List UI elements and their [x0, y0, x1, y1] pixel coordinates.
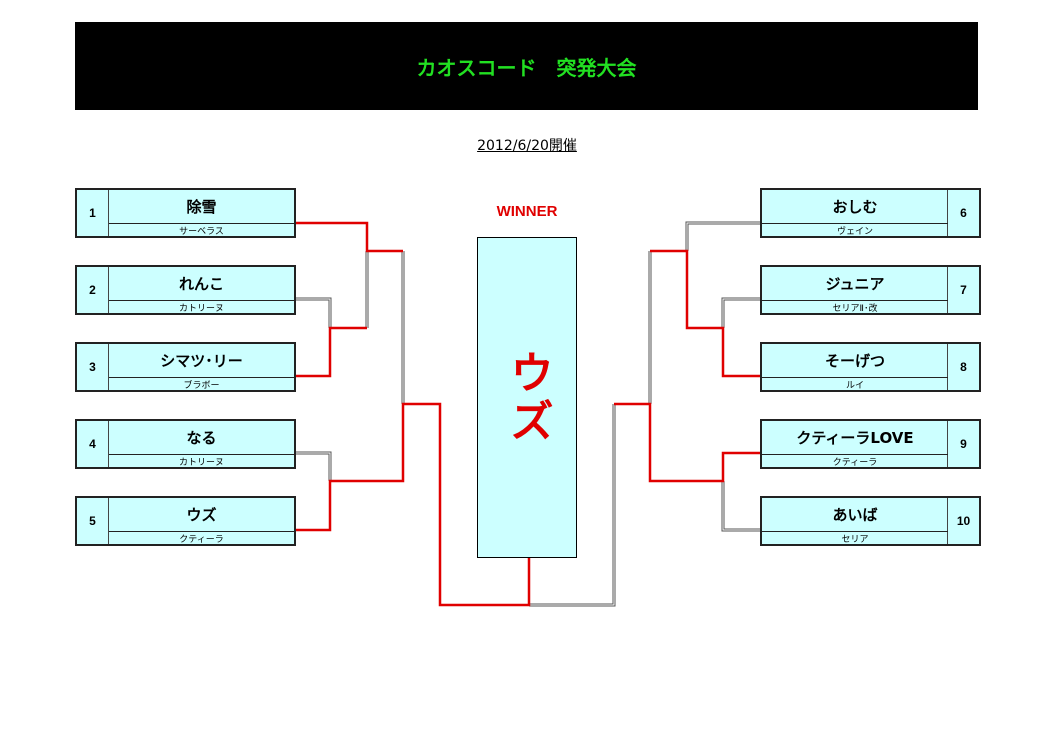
bracket-entry: 3 シマツ･リー ブラボー [75, 342, 296, 392]
team-name: サーベラス [179, 226, 224, 237]
seed-number: 2 [77, 267, 109, 313]
seed-number: 4 [77, 421, 109, 467]
title-banner: カオスコード 突発大会 [75, 22, 978, 110]
seed-number: 8 [947, 344, 979, 390]
team-name: カトリーヌ [178, 457, 224, 468]
player-name: ウズ [109, 498, 294, 532]
team-name: クティーラ [179, 534, 224, 545]
player-name: れんこ [109, 267, 294, 301]
winner-name: ウズ [502, 349, 553, 446]
seed-number: 6 [947, 190, 979, 236]
bracket-entry: 5 ウズ クティーラ [75, 496, 296, 546]
bracket-entry: 10 あいば セリア [760, 496, 981, 546]
page-title: カオスコード 突発大会 [416, 55, 637, 80]
team-name: セリアⅡ･改 [832, 303, 878, 314]
bracket-entry: 9 クティーラLOVE クティーラ [760, 419, 981, 469]
team-name: ルイ [845, 380, 864, 391]
team-name: カトリーヌ [178, 303, 224, 314]
seed-number: 5 [77, 498, 109, 544]
seed-number: 3 [77, 344, 109, 390]
winner-label: WINNER [496, 203, 558, 220]
seed-number: 1 [77, 190, 109, 236]
player-name: そーげつ [762, 344, 948, 378]
team-name: セリア [841, 534, 869, 545]
bracket-entry: 4 なる カトリーヌ [75, 419, 296, 469]
team-name: ブラボー [183, 380, 220, 391]
seed-number: 9 [947, 421, 979, 467]
player-name: あいば [762, 498, 948, 532]
player-name: シマツ･リー [109, 344, 294, 378]
player-name: 除雪 [109, 190, 294, 224]
team-name: ヴェイン [836, 226, 873, 237]
bracket-entry: 6 おしむ ヴェイン [760, 188, 981, 238]
player-name: おしむ [762, 190, 948, 224]
event-date: 2012/6/20開催 [477, 138, 577, 154]
seed-number: 10 [947, 498, 979, 544]
bracket-entry: 2 れんこ カトリーヌ [75, 265, 296, 315]
player-name: クティーラLOVE [762, 421, 948, 455]
bracket-entry: 7 ジュニア セリアⅡ･改 [760, 265, 981, 315]
player-name: なる [109, 421, 294, 455]
team-name: クティーラ [832, 457, 878, 468]
winner-box: ウズ [477, 237, 577, 558]
winner-lines [294, 221, 760, 607]
bracket-entry: 8 そーげつ ルイ [760, 342, 981, 392]
bracket-entry: 1 除雪 サーベラス [75, 188, 296, 238]
player-name: ジュニア [762, 267, 948, 301]
seed-number: 7 [947, 267, 979, 313]
